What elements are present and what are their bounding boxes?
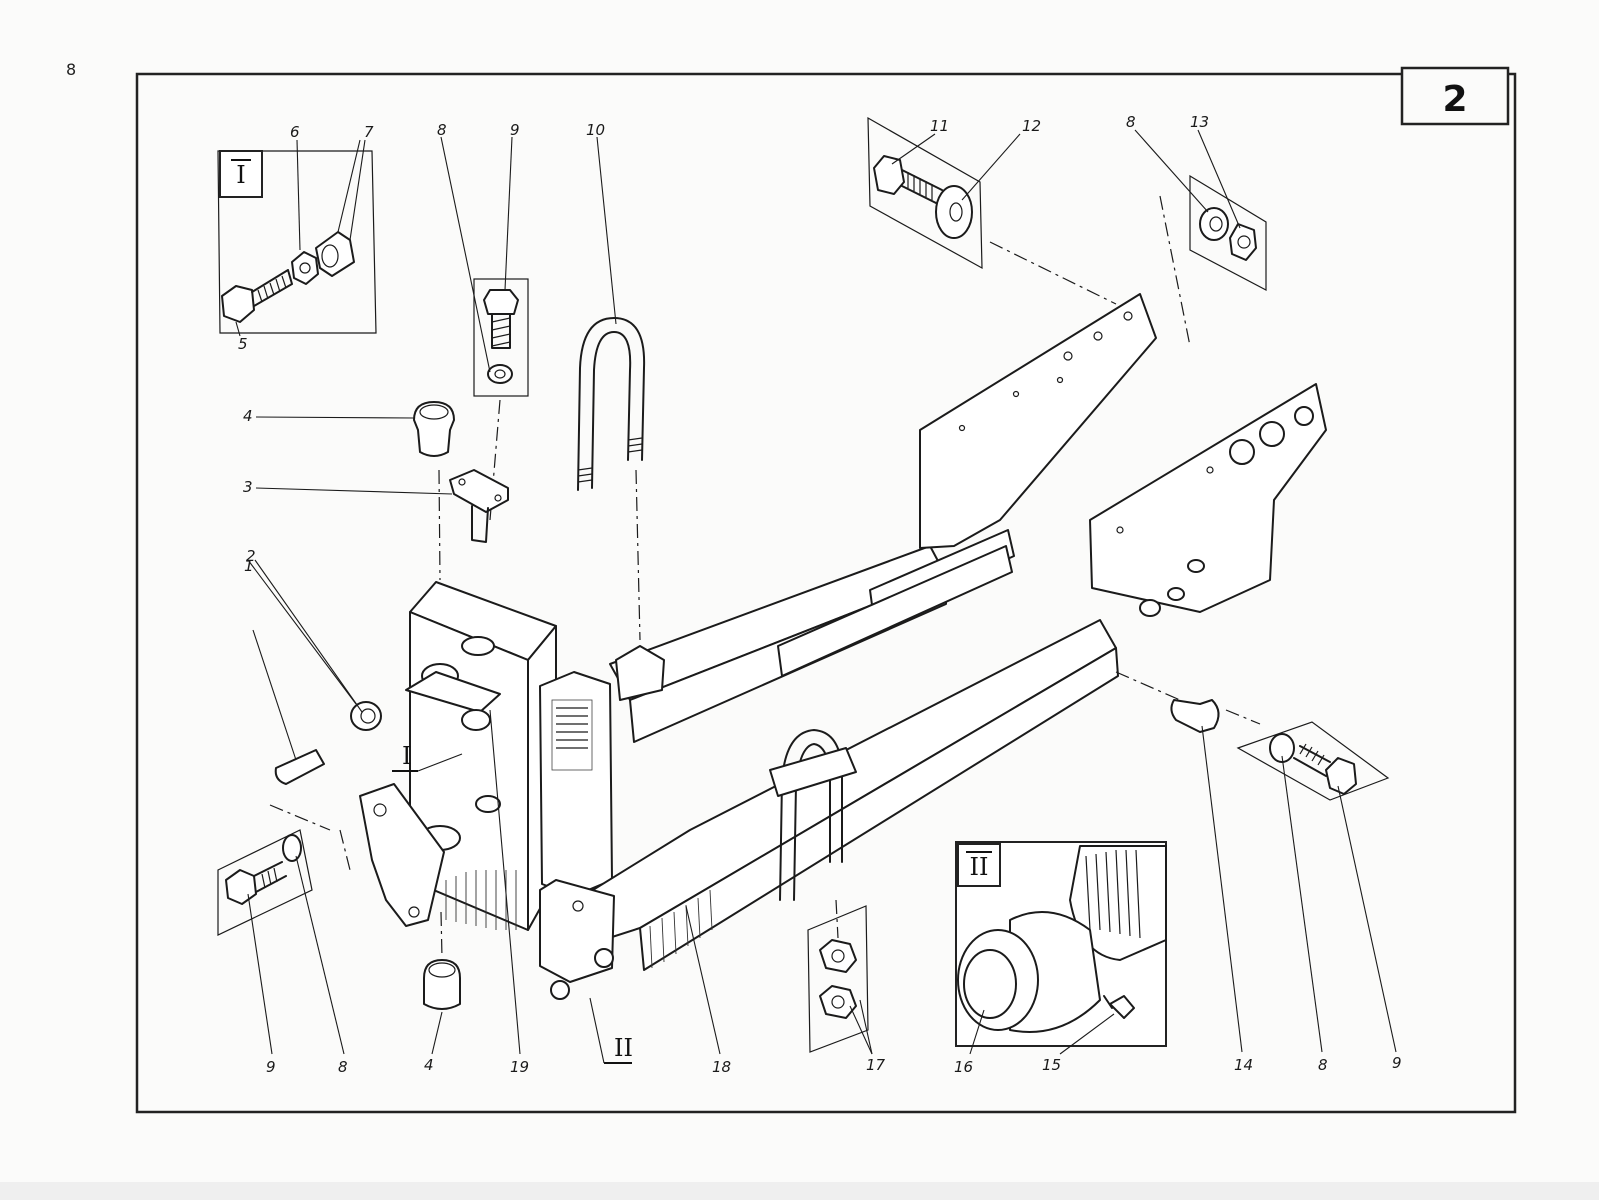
- callout-16: 16: [954, 1058, 973, 1076]
- drawing-border: [135, 72, 1517, 1114]
- sheet-number: 2: [1442, 79, 1467, 120]
- u-bolt-icon: [577, 136, 646, 641]
- bolt-washer-inset-right: [1236, 721, 1397, 1053]
- bushing-icon: [423, 911, 461, 1055]
- callout-6: 6: [290, 123, 300, 141]
- pin-icon: [255, 469, 509, 581]
- callout-15: 15: [1042, 1056, 1061, 1074]
- washer-icon: [1199, 207, 1229, 241]
- washer-icon: [1269, 733, 1295, 763]
- detail-II-label: II: [970, 853, 989, 881]
- nut-icon: [1229, 223, 1257, 261]
- washer-icon: [935, 185, 973, 239]
- washer-icon: [487, 364, 513, 384]
- detail-I-label: I: [236, 161, 245, 189]
- bolt-icon: [1293, 743, 1357, 795]
- callout-7: 7: [364, 123, 374, 141]
- detail-II-inset: II: [955, 841, 1167, 1055]
- callout-8-upper: 8: [437, 121, 447, 139]
- callout-1: 1: [244, 557, 254, 575]
- callout-12: 12: [1022, 117, 1041, 135]
- pin-icon: [252, 629, 325, 785]
- pin-icon: [1170, 699, 1243, 1053]
- callout-17: 17: [866, 1056, 886, 1074]
- washer-nut-inset-top-right: [1134, 129, 1267, 291]
- callout-4-lower: 4: [424, 1056, 434, 1074]
- callout-numbers: 1 2 3 4 4 5 6 7 8 9 10 11 12 8 13 9 8 19…: [238, 113, 1402, 1076]
- nut-icon: [819, 985, 857, 1019]
- callout-2: 2: [246, 547, 256, 565]
- bolt-washer-inset-lower-left: [217, 804, 351, 1055]
- bolt-icon: [221, 269, 293, 323]
- detail-II-callout: II: [589, 997, 633, 1064]
- bolt-icon: [873, 155, 943, 207]
- callout-8-top-right: 8: [1126, 113, 1136, 131]
- callout-5: 5: [238, 335, 248, 353]
- callout-8-lower-left: 8: [338, 1058, 348, 1076]
- scan-bottom-strip: [0, 1182, 1599, 1200]
- callout-9-lower-left: 9: [266, 1058, 276, 1076]
- callout-19: 19: [510, 1058, 529, 1076]
- sheet-number-box: 2: [1400, 66, 1510, 126]
- callout-9-upper: 9: [510, 121, 520, 139]
- nut-icon: [291, 251, 319, 285]
- callout-18: 18: [712, 1058, 731, 1076]
- callout-14: 14: [1234, 1056, 1253, 1074]
- callout-3: 3: [243, 478, 253, 496]
- detail-II-callout-label: II: [614, 1034, 633, 1062]
- callout-9-right: 9: [1392, 1054, 1402, 1072]
- washer-icon: [247, 559, 382, 731]
- bushing-icon: [315, 231, 355, 277]
- washer-icon: [282, 834, 302, 862]
- callout-10: 10: [586, 121, 605, 139]
- bushing-icon: [255, 401, 455, 457]
- bolt-washer-inset-upper: [440, 136, 529, 521]
- callout-11: 11: [930, 117, 949, 135]
- page-number: 8: [66, 60, 77, 79]
- nut-icon: [819, 939, 857, 973]
- callout-4-upper: 4: [243, 407, 253, 425]
- callout-13: 13: [1190, 113, 1209, 131]
- nut-inset-bottom: [807, 905, 873, 1055]
- callout-8-right: 8: [1318, 1056, 1328, 1074]
- detail-I-inset: I: [217, 139, 377, 337]
- bolt-icon: [483, 289, 519, 349]
- main-frame: [359, 293, 1327, 1000]
- detail-I-callout: I: [392, 742, 463, 772]
- detail-I-callout-label: I: [402, 742, 411, 770]
- bolt-washer-inset-top-right: [867, 116, 1021, 270]
- grease-nipple-icon: [1103, 995, 1135, 1019]
